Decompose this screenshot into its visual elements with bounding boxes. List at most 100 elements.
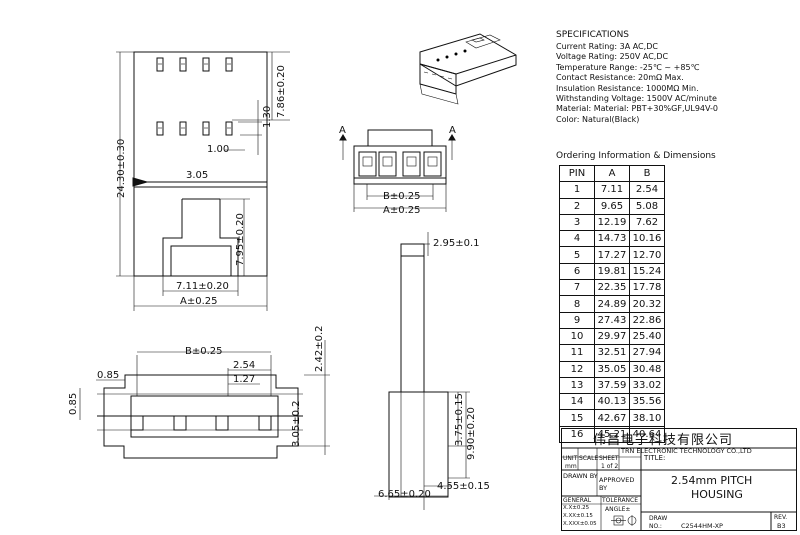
table-cell: 37.59 — [594, 376, 630, 395]
table-cell: 38.10 — [629, 409, 665, 427]
table-cell: 16 — [559, 425, 595, 444]
dim-top-section: 7.86±0.20 — [276, 65, 287, 118]
table-cell: 14.73 — [594, 230, 630, 248]
face-view: A A B±0.25 A±0.25 — [339, 125, 456, 216]
table-cell: 42.67 — [594, 409, 630, 427]
dim-slot-height: 1.30 — [262, 106, 273, 128]
spec-line: Contact Resistance: 20mΩ Max. — [556, 73, 684, 83]
dim-latch-gap: 3.05 — [186, 170, 208, 181]
latch-outline — [162, 199, 183, 276]
spec-line: Color: Natural(Black) — [556, 114, 640, 124]
table-cell: 35.56 — [629, 393, 665, 411]
company-name-cn: 伟昌电子科技有限公司 — [593, 433, 734, 448]
table-cell: 40.64 — [629, 425, 665, 444]
ordering-header-cell: PIN — [559, 164, 595, 183]
table-cell: 2.54 — [629, 181, 665, 199]
dim-latch-height: 7.95±0.20 — [235, 213, 246, 266]
product-title-line-2: HOUSING — [691, 488, 743, 501]
table-cell: 5 — [559, 246, 595, 264]
table-cell: 17.27 — [594, 246, 630, 264]
unit-value: mm — [565, 463, 577, 470]
draw-no-value: C2544HM-XP — [681, 522, 723, 530]
angle-label: ANGLE± — [605, 506, 631, 513]
dim-pitch: 2.54 — [233, 360, 255, 371]
table-cell: 24.89 — [594, 295, 630, 313]
spec-line: Voltage Rating: 250V AC,DC — [556, 52, 669, 62]
table-cell: 22.35 — [594, 279, 630, 297]
dim-prof-665: 6.65±0.20 — [378, 489, 431, 500]
table-cell: 22.86 — [629, 311, 665, 329]
dim-height-242: 2.42±0.2 — [314, 325, 325, 372]
dim-prof-375: 3.75±0.15 — [454, 393, 465, 446]
tolerance-2: X.XX±0.15 — [563, 513, 593, 519]
dim-side-b: B±0.25 — [383, 191, 421, 202]
table-cell: 9.65 — [594, 197, 630, 215]
approved-by-label: APPROVED BY — [599, 476, 635, 492]
section-mark-right: A — [449, 125, 456, 136]
title-block-frame — [561, 428, 797, 531]
table-cell: 15.24 — [629, 262, 665, 281]
title-block: 伟昌电子科技有限公司 TRN ELECTRONIC TECHNOLOGY CO.… — [561, 428, 797, 531]
table-cell: 10 — [559, 327, 595, 346]
table-cell: 5.08 — [629, 197, 665, 215]
dim-latch-width: 7.11±0.20 — [176, 281, 229, 292]
table-cell: 13 — [559, 376, 595, 395]
table-cell: 40.13 — [594, 393, 630, 411]
table-cell: 33.02 — [629, 376, 665, 395]
table-cell: 12 — [559, 360, 595, 378]
upper-contact-windows — [156, 57, 233, 136]
table-cell: 7.11 — [594, 181, 630, 199]
dim-prof-top: 2.95±0.1 — [433, 238, 480, 249]
unit-label: UNIT — [563, 455, 578, 462]
spec-line: Current Rating: 3A AC,DC — [556, 42, 658, 51]
tolerance-1: X.X±0.25 — [563, 505, 590, 511]
drawn-by-label: DRAWN BY — [563, 472, 598, 480]
draw-no-label: DRAW NO.: — [649, 515, 668, 530]
table-cell: 27.94 — [629, 344, 665, 362]
dim-pin-width: 1.27 — [233, 374, 255, 385]
table-cell: 3 — [559, 213, 595, 232]
dim-height-305: 3.05±0.2 — [291, 400, 302, 447]
dim-overall-height: 24.30±0.30 — [116, 139, 127, 198]
dim-left-offset: 0.85 — [97, 370, 119, 381]
table-cell: 32.51 — [594, 344, 630, 362]
ordering-title: Ordering Information & Dimensions — [556, 151, 716, 161]
table-cell: 11 — [559, 344, 595, 362]
dim-prof-455: 4.55±0.15 — [437, 481, 490, 492]
sheet-label: SHEET — [599, 455, 619, 462]
table-cell: 19.81 — [594, 262, 630, 281]
dim-front-a: A±0.25 — [180, 296, 218, 307]
table-cell: 14 — [559, 393, 595, 411]
spec-line: Temperature Range: -25℃ ~ +85℃ — [556, 62, 700, 72]
dim-prof-990: 9.90±0.20 — [466, 407, 477, 460]
ordering-header-cell: A — [594, 164, 630, 183]
front-view: 24.30±0.30 7.86±0.20 1.30 1.00 3.05 7.95… — [116, 51, 290, 311]
tolerance-label: TOLERANCE — [602, 497, 639, 504]
table-cell: 9 — [559, 311, 595, 329]
bottom-view: B±0.25 2.54 1.27 0.85 0.85 2.42±0.2 3.05… — [68, 325, 330, 459]
spec-line: Insulation Resistance: 1000MΩ Min. — [556, 83, 699, 93]
dim-left-height: 0.85 — [68, 393, 79, 415]
table-cell: 7.62 — [629, 213, 665, 232]
table-cell: 12.19 — [594, 213, 630, 232]
table-cell: 4 — [559, 230, 595, 248]
section-mark-left: A — [339, 125, 346, 136]
company-name-en: TRN ELECTRONIC TECHNOLOGY CO.,LTD — [621, 447, 752, 455]
table-cell: 1 — [559, 181, 595, 199]
